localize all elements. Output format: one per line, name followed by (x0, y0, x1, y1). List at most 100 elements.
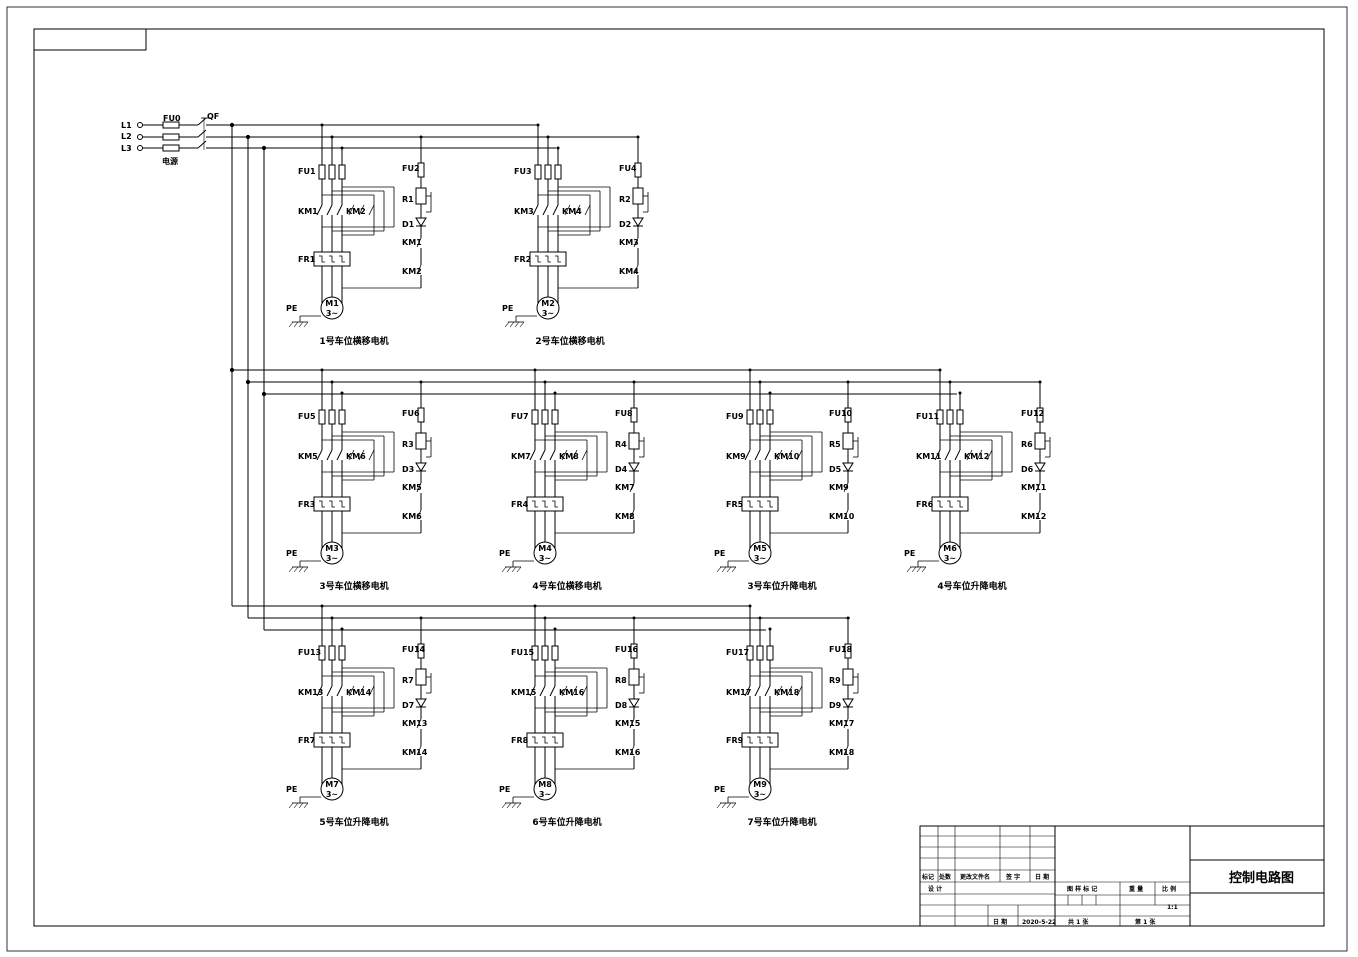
drawing-title: 控制电路图 (1229, 870, 1294, 886)
contactor-forward-label: KM7 (511, 452, 531, 461)
diode-label: D7 (402, 701, 414, 710)
diode-label: D1 (402, 220, 415, 229)
pe-label: PE (714, 785, 725, 794)
power-fuse (338, 645, 346, 661)
motor-icon (320, 296, 344, 320)
power-fuse (936, 409, 944, 425)
phase-label-l1: L1 (121, 121, 132, 130)
control-fuse (630, 407, 638, 423)
pe-label: PE (904, 549, 915, 558)
contactor-reverse-label: KM2 (346, 207, 366, 216)
control-contact-forward-label: KM13 (402, 719, 427, 728)
diode-label: D2 (619, 220, 631, 229)
power-fuse (318, 164, 326, 180)
date-label: 日 期 (993, 918, 1007, 926)
total-sheets: 共 1 张 (1068, 918, 1089, 926)
resistor (1034, 432, 1046, 450)
supply-terminal (137, 134, 143, 140)
motor-phase-label: 3~ (754, 554, 766, 563)
resistor-label: R5 (829, 440, 841, 449)
diode-label: D8 (615, 701, 628, 710)
motor-label: M2 (541, 299, 555, 308)
control-contact-reverse-label: KM10 (829, 512, 855, 521)
contactor-reverse-label: KM10 (774, 452, 800, 461)
control-contact-forward-label: KM15 (615, 719, 641, 728)
power-fuse-label: FU15 (511, 648, 535, 657)
motor-label: M9 (753, 780, 767, 789)
pe-label: PE (286, 304, 297, 313)
main-fuse (162, 133, 180, 141)
resistor (628, 432, 640, 450)
diode-icon (842, 462, 854, 472)
control-fuse-label: FU14 (402, 645, 426, 654)
diode-icon (628, 698, 640, 708)
diode-icon (415, 698, 427, 708)
resistor-label: R1 (402, 195, 414, 204)
contactor-reverse-label: KM8 (559, 452, 579, 461)
contactor-reverse-label: KM14 (346, 688, 372, 697)
control-fuse (630, 643, 638, 659)
power-fuse-label: FU13 (298, 648, 321, 657)
diode-label: D6 (1021, 465, 1034, 474)
sheet-number: 第 1 张 (1134, 918, 1156, 926)
control-contact-reverse-label: KM12 (1021, 512, 1046, 521)
resistor (415, 668, 427, 686)
power-fuse (318, 409, 326, 425)
diode-label: D4 (615, 465, 628, 474)
control-fuse (417, 162, 425, 178)
contactor-forward-label: KM17 (726, 688, 751, 697)
resistor-label: R2 (619, 195, 631, 204)
power-supply: L1 L2 L3 FU0 QF 电源 (121, 112, 219, 166)
main-fuse (162, 144, 180, 152)
resistor (415, 432, 427, 450)
resistor (842, 432, 854, 450)
stage-label: 图 样 标 记 (1067, 885, 1097, 893)
motor-phase-label: 3~ (326, 790, 338, 799)
diode-icon (1034, 462, 1046, 472)
control-fuse (634, 162, 642, 178)
title-block: 标记 处数 更改文件名 签 字 日 期 设 计 日 期 2020-5-22 图 … (919, 825, 1325, 927)
power-fuse (531, 409, 539, 425)
control-contact-forward-label: KM11 (1021, 483, 1047, 492)
power-fuse (756, 645, 764, 661)
pe-label: PE (714, 549, 725, 558)
power-fuse (551, 409, 559, 425)
power-fuse-label: FU11 (916, 412, 940, 421)
rev-header-mark: 标记 (921, 873, 934, 881)
contactor-forward-label: KM15 (511, 688, 537, 697)
rev-header-count: 处数 (938, 873, 952, 881)
resistor-label: R8 (615, 676, 627, 685)
pe-label: PE (502, 304, 513, 313)
power-fuse (531, 645, 539, 661)
supply-terminal (137, 122, 143, 128)
control-contact-reverse-label: KM18 (829, 748, 855, 757)
power-fuse (554, 164, 562, 180)
main-fuse-label: FU0 (163, 114, 181, 123)
power-fuse-label: FU7 (511, 412, 529, 421)
diode-icon (415, 462, 427, 472)
rev-header-file: 更改文件名 (960, 873, 990, 881)
contactor-reverse-label: KM18 (774, 688, 800, 697)
resistor (415, 187, 427, 205)
contactor-forward-label: KM3 (514, 207, 534, 216)
breaker-label: QF (207, 112, 219, 121)
motor-phase-label: 3~ (754, 790, 766, 799)
control-contact-reverse-label: KM16 (615, 748, 641, 757)
motor-caption: 3号车位升降电机 (747, 580, 816, 592)
power-fuse-label: FU5 (298, 412, 316, 421)
motor-icon (748, 541, 772, 565)
control-fuse-label: FU2 (402, 164, 420, 173)
power-fuse (534, 164, 542, 180)
control-fuse-label: FU16 (615, 645, 639, 654)
diode-label: D5 (829, 465, 842, 474)
power-fuse (318, 645, 326, 661)
power-fuse (766, 409, 774, 425)
thermal-relay-label: FR1 (298, 255, 316, 264)
control-fuse-label: FU10 (829, 409, 853, 418)
resistor-label: R4 (615, 440, 627, 449)
motor-label: M1 (325, 299, 339, 308)
